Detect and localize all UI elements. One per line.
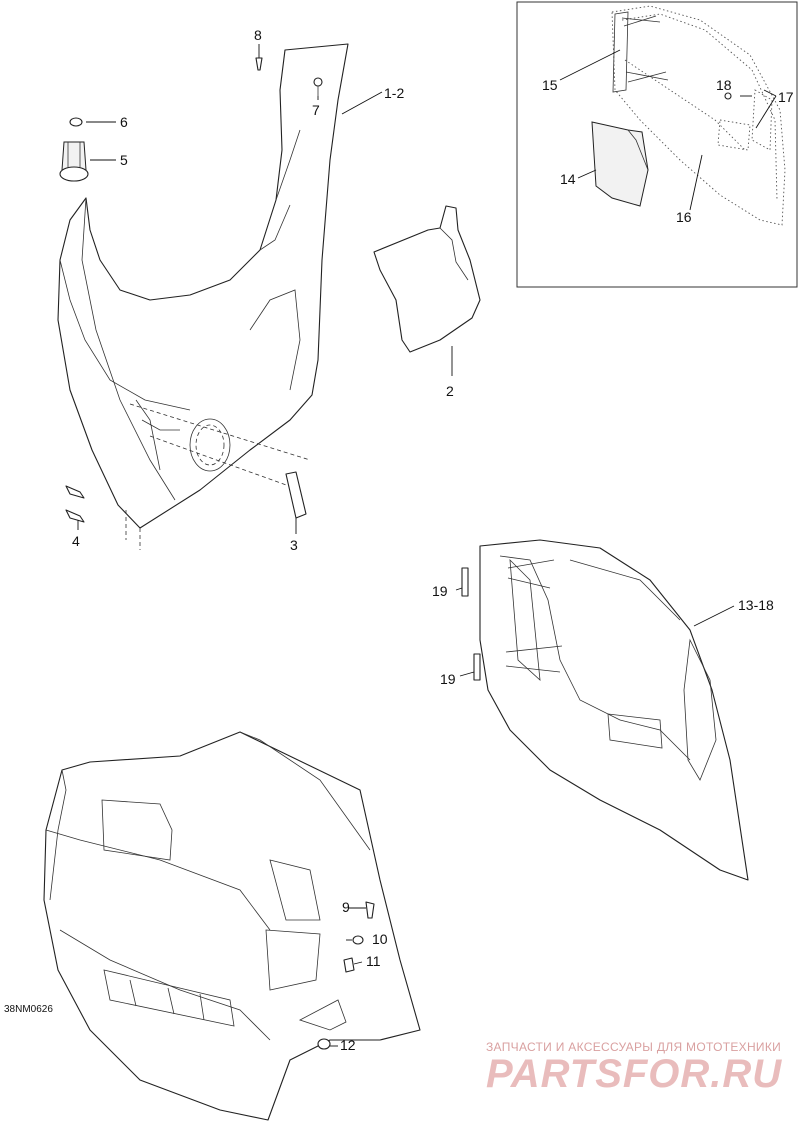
callout-12: 12 bbox=[340, 1037, 356, 1053]
callout-9: 9 bbox=[342, 899, 350, 915]
callout-7: 7 bbox=[312, 102, 320, 118]
callout-labels: 1-2 2 3 4 5 6 7 8 9 10 11 12 13-18 14 15… bbox=[4, 27, 794, 1053]
part-9-screw bbox=[365, 901, 375, 919]
part-4-rivets bbox=[65, 485, 85, 523]
part-8-screw bbox=[255, 57, 263, 71]
part-7-screw bbox=[313, 77, 323, 96]
callout-6: 6 bbox=[120, 114, 128, 130]
figure-code: 38NM0626 bbox=[4, 1004, 53, 1015]
part-1-2-upper-panel bbox=[57, 43, 349, 550]
watermark-tagline: ЗАПЧАСТИ И АКСЕССУАРЫ ДЛЯ МОТОТЕХНИКИ bbox=[486, 1040, 782, 1054]
callout-19-upper: 19 bbox=[432, 583, 448, 599]
callout-11: 11 bbox=[366, 953, 381, 969]
callout-1-2: 1-2 bbox=[384, 85, 404, 101]
part-5-bumper bbox=[59, 141, 89, 182]
inset-panel bbox=[516, 1, 798, 288]
part-3-bracket bbox=[285, 471, 307, 519]
part-12-grommet bbox=[317, 1038, 331, 1050]
part-19-strip-lower bbox=[473, 653, 481, 681]
callout-15: 15 bbox=[542, 77, 558, 93]
part-18-screw bbox=[724, 92, 732, 100]
part-2-pad bbox=[373, 205, 481, 353]
callout-13-18: 13-18 bbox=[738, 597, 774, 613]
part-13-18-side-panel bbox=[479, 539, 749, 881]
callout-19-lower: 19 bbox=[440, 671, 456, 687]
callout-8: 8 bbox=[254, 27, 262, 43]
callout-3: 3 bbox=[290, 537, 298, 553]
part-6-washer bbox=[69, 117, 83, 127]
callout-14: 14 bbox=[560, 171, 576, 187]
callout-4: 4 bbox=[72, 533, 80, 549]
callout-2: 2 bbox=[446, 383, 454, 399]
part-19-strip-upper bbox=[461, 567, 469, 597]
callout-17: 17 bbox=[778, 89, 794, 105]
lower-hood-assembly bbox=[43, 731, 421, 1121]
leader-lines bbox=[77, 44, 735, 1047]
callout-5: 5 bbox=[120, 152, 128, 168]
part-11-nut bbox=[343, 957, 355, 973]
callout-10: 10 bbox=[372, 931, 388, 947]
watermark-brand-logo: PARTSFOR.RU bbox=[486, 1052, 783, 1096]
callout-16: 16 bbox=[676, 209, 692, 225]
part-10-washer bbox=[352, 935, 364, 945]
part-14-pad bbox=[591, 121, 649, 207]
callout-18: 18 bbox=[716, 77, 732, 93]
